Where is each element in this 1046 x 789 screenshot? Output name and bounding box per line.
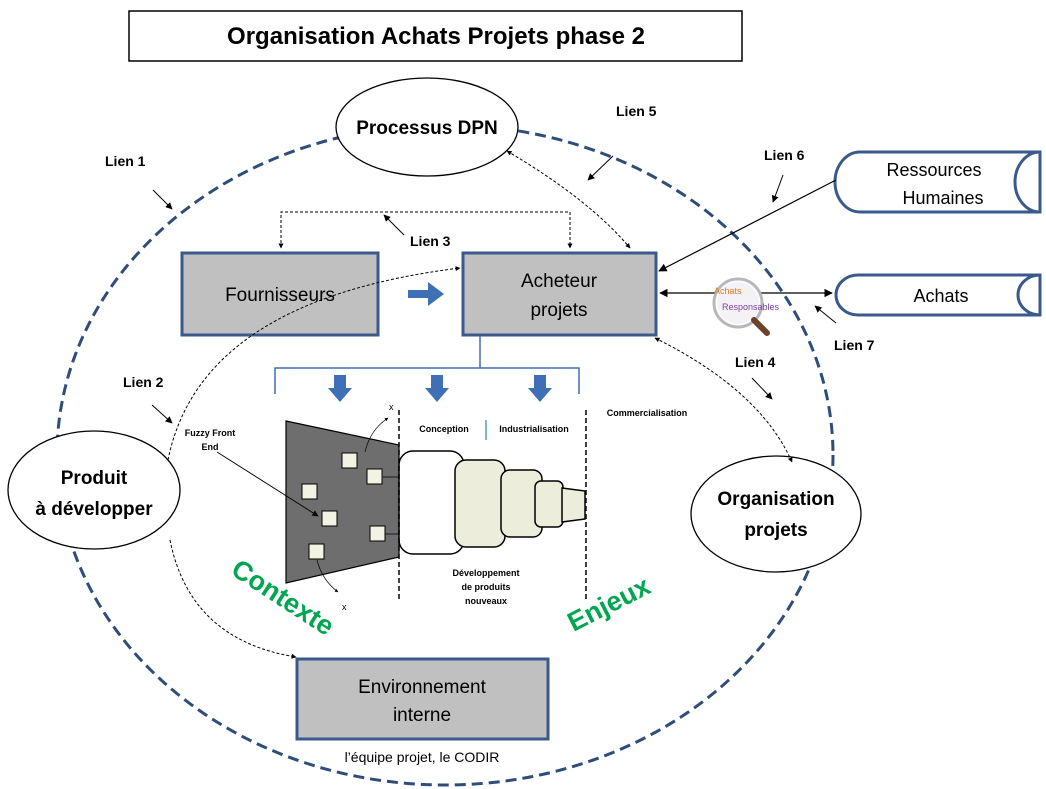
environnement-label-line1: Environnement	[358, 677, 487, 698]
fuzzy-front-label-line2: End	[202, 442, 219, 452]
lien4-connector	[654, 337, 793, 463]
fuzzy-front-pointer	[216, 451, 319, 517]
achats-responsables-badge: Achats Responsables	[712, 277, 780, 336]
organisation-label-line1: Organisation	[717, 489, 834, 510]
title-box	[128, 10, 743, 62]
fournisseurs-label: Fournisseurs	[225, 285, 335, 306]
lien7-pointer	[814, 305, 837, 324]
funnel-square	[341, 452, 358, 469]
environnement-label-line2: interne	[393, 705, 451, 726]
lien5-label: Lien 5	[616, 103, 657, 119]
funnel-square	[369, 525, 386, 542]
produit-label-line1: Produit	[61, 468, 128, 489]
funnel-escape-top	[364, 417, 389, 453]
phase-bracket	[274, 367, 580, 394]
lien5-pointer	[587, 155, 614, 181]
funnel-square	[308, 543, 325, 560]
lien2-label: Lien 2	[123, 374, 164, 390]
lien3-label: Lien 3	[410, 233, 451, 249]
achats-cylinder	[834, 273, 1042, 317]
funnel-x-top: x	[389, 402, 394, 412]
stage-commercialisation	[561, 487, 586, 523]
phase-arrow-1	[328, 375, 352, 402]
achats-label: Achats	[913, 286, 968, 306]
enjeux-label: Enjeux	[563, 571, 656, 638]
phase-industrialisation-label: Industrialisation	[499, 424, 569, 434]
acheteur-label-line2: projets	[530, 300, 587, 321]
lien5-connector	[506, 150, 631, 249]
dpn-label-line1: Développement	[452, 568, 519, 578]
lien1-label: Lien 1	[105, 153, 146, 169]
environnement-node	[295, 657, 550, 741]
lien1-pointer	[152, 189, 173, 210]
stage-development	[454, 459, 506, 548]
processus-dpn-label: Processus DPN	[356, 118, 498, 139]
produit-environnement-connector	[169, 539, 297, 659]
lien4-label: Lien 4	[735, 354, 776, 370]
lien7-label: Lien 7	[834, 337, 875, 353]
phase-commercialisation-label: Commercialisation	[607, 408, 688, 418]
organisation-node	[690, 455, 862, 573]
funnel-square	[321, 510, 338, 527]
phase-arrow-3	[528, 375, 552, 402]
dpn-label-line2: de produits	[462, 582, 511, 592]
badge-line1: Achats	[714, 286, 742, 296]
funnel-escape-bottom	[316, 559, 339, 593]
rh-label-line2: Humaines	[902, 188, 983, 208]
dpn-label-line3: nouveaux	[465, 596, 507, 606]
phase-arrow-2	[425, 375, 449, 402]
funnel-x-bottom: x	[342, 602, 347, 612]
organisation-label-line2: projets	[744, 520, 807, 541]
funnel-square	[366, 468, 383, 485]
achats-cylinder-end	[1016, 273, 1041, 317]
lien3-pointer	[383, 214, 405, 236]
lien6-connector	[658, 179, 837, 272]
environnement-caption: l’équipe projet, le CODIR	[345, 749, 500, 765]
fuzzy-front-funnel	[285, 420, 400, 584]
acheteur-node	[461, 251, 658, 337]
lien6-pointer	[771, 174, 784, 203]
produit-label-line2: à développer	[35, 499, 153, 520]
processus-dpn-node	[335, 77, 519, 177]
acheteur-label-line1: Acheteur	[521, 271, 598, 292]
fuzzy-front-label-line1: Fuzzy Front	[185, 428, 236, 438]
funnel-square	[301, 483, 318, 500]
page-title: Organisation Achats Projets phase 2	[227, 23, 645, 50]
lien6-label: Lien 6	[764, 147, 805, 163]
lien4-pointer	[751, 377, 773, 400]
stage-launch	[534, 480, 564, 528]
produit-node	[7, 430, 181, 550]
rh-cylinder	[833, 150, 1042, 214]
fournisseurs-node	[180, 251, 380, 337]
lien2-pointer	[151, 404, 173, 424]
rh-cylinder-end	[1013, 150, 1041, 214]
badge-line2: Responsables	[722, 302, 780, 312]
phase-conception-label: Conception	[419, 424, 469, 434]
produit-acheteur-connector	[167, 266, 461, 461]
rh-label-line1: Ressources	[886, 160, 981, 180]
supply-arrow	[408, 282, 444, 306]
